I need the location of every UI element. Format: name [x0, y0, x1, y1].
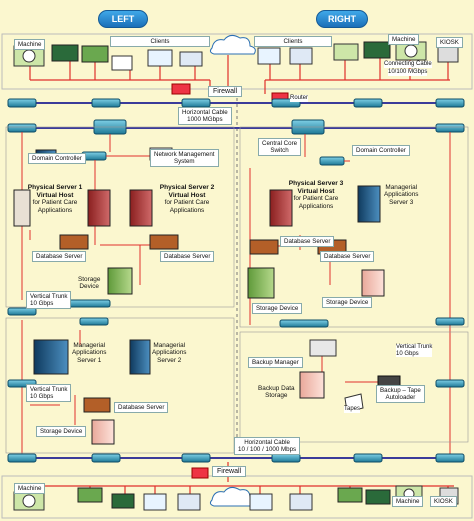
- clients-left-label: Clients: [110, 36, 210, 48]
- left-db-server-3-label: Database Server: [114, 402, 169, 414]
- tapes-label: Tapes: [344, 406, 361, 413]
- right-db-server-2-label: Database Server: [320, 251, 375, 263]
- left-storage-device-2-icon: [91, 419, 115, 445]
- bottom-kiosk-label: KIOSK: [430, 496, 457, 508]
- physical-server-3-icon: [269, 189, 293, 227]
- left-db-server-2-icon: [149, 234, 179, 250]
- bottom-machine-right-label: Machine: [392, 496, 424, 508]
- top-links: [29, 55, 450, 94]
- right-domain-controller-label: Domain Controller: [352, 145, 410, 157]
- right-storage-device-1-icon: [247, 267, 275, 299]
- left-db-server-3-icon: [83, 397, 111, 413]
- left-db-server-1-icon: [59, 234, 89, 250]
- managerial-server-1-icon: [33, 339, 69, 375]
- left-storage-device-2-label: Storage Device: [36, 426, 87, 438]
- clients-right-label: Clients: [254, 36, 332, 48]
- left-upper-frame: [5, 126, 235, 308]
- left-db-server-2-label: Database Server: [160, 251, 215, 263]
- backup-manager-icon: [309, 339, 337, 357]
- machine-right-label: Machine: [388, 34, 420, 46]
- right-db-server-1-icon: [249, 239, 279, 255]
- right-db-server-1-label: Database Server: [280, 236, 335, 248]
- left-rack-icon: [13, 189, 31, 227]
- right-storage-device-2-icon: [361, 269, 385, 297]
- physical-server-2-icon: [129, 189, 153, 227]
- right-storage-device-2-label: Storage Device: [322, 297, 373, 309]
- machine-left-label: Machine: [14, 39, 46, 51]
- right-header-pill: RIGHT: [316, 10, 368, 28]
- left-storage-device-icon: [107, 267, 133, 295]
- right-lower-frame: [239, 331, 469, 443]
- left-header-pill: LEFT: [98, 10, 148, 28]
- kiosk-label: KIOSK: [436, 37, 463, 49]
- backup-manager-label: Backup Manager: [248, 357, 303, 369]
- bottom-firewall-icon: [191, 467, 209, 479]
- router-label: Router: [290, 95, 309, 102]
- right-lower-switch: [435, 379, 465, 388]
- firewall-icon: [171, 83, 191, 95]
- left-lower-frame: [5, 317, 235, 454]
- right-trunk-switch-2: [435, 317, 465, 326]
- connecting-cable-label: Connecting Cable: [384, 61, 432, 68]
- left-trunk-switch-2: [7, 307, 37, 316]
- top-right-devices: [257, 41, 459, 65]
- left-trunk-switch-3: [79, 317, 109, 326]
- physical-server-1-icon: [87, 189, 111, 227]
- backup-data-storage-icon: [299, 371, 325, 399]
- managerial-server-3-icon: [357, 185, 381, 223]
- bottom-firewall-label: Firewall: [212, 466, 247, 477]
- cable-speed-label: 10/100 MGbps: [388, 69, 428, 76]
- left-domain-controller-label: Domain Controller: [28, 153, 86, 165]
- internet-cloud-icon: [209, 34, 256, 55]
- managerial-server-2-icon: [129, 339, 151, 375]
- top-left-devices: [13, 44, 203, 71]
- left-db-server-1-label: Database Server: [32, 251, 87, 263]
- bottom-machine-left-label: Machine: [14, 483, 46, 495]
- firewall-label: Firewall: [208, 86, 243, 97]
- right-storage-device-1-label: Storage Device: [252, 303, 303, 315]
- bottom-switches: [7, 453, 465, 463]
- right-upper-frame: [239, 126, 469, 328]
- right-trunk-switch: [279, 319, 329, 328]
